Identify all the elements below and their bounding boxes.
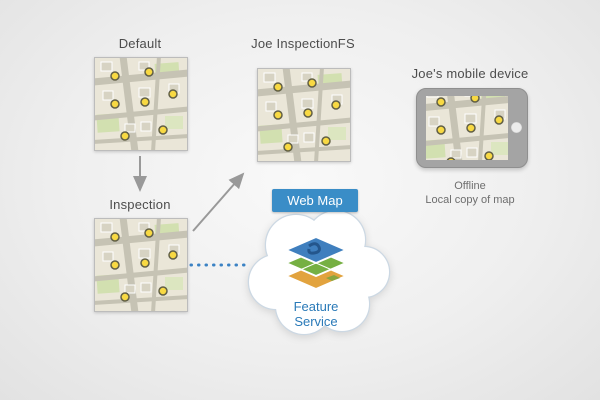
label-mobile-device: Joe's mobile device <box>411 66 529 81</box>
arrow-inspection-to-joefs <box>192 172 245 232</box>
label-default: Default <box>118 36 162 51</box>
feature-service-label: Feature Service <box>293 299 339 329</box>
label-joe-inspection-fs: Joe InspectionFS <box>251 36 355 51</box>
web-map-banner: Web Map <box>272 189 358 212</box>
map-tile-icon <box>95 58 187 150</box>
label-inspection: Inspection <box>109 197 171 212</box>
home-button-icon <box>511 122 522 133</box>
map-joe-inspection-fs <box>257 68 351 162</box>
map-default <box>94 57 188 151</box>
device-caption-local-copy: Local copy of map <box>425 194 515 206</box>
tablet-device <box>416 88 528 168</box>
map-tile-icon <box>95 219 187 311</box>
tablet-screen-map <box>426 96 508 160</box>
map-tile-icon <box>258 69 350 161</box>
map-tile-icon <box>426 96 508 160</box>
map-inspection <box>94 218 188 312</box>
device-status-offline: Offline <box>454 180 486 192</box>
feature-service-layers-icon <box>285 236 347 290</box>
